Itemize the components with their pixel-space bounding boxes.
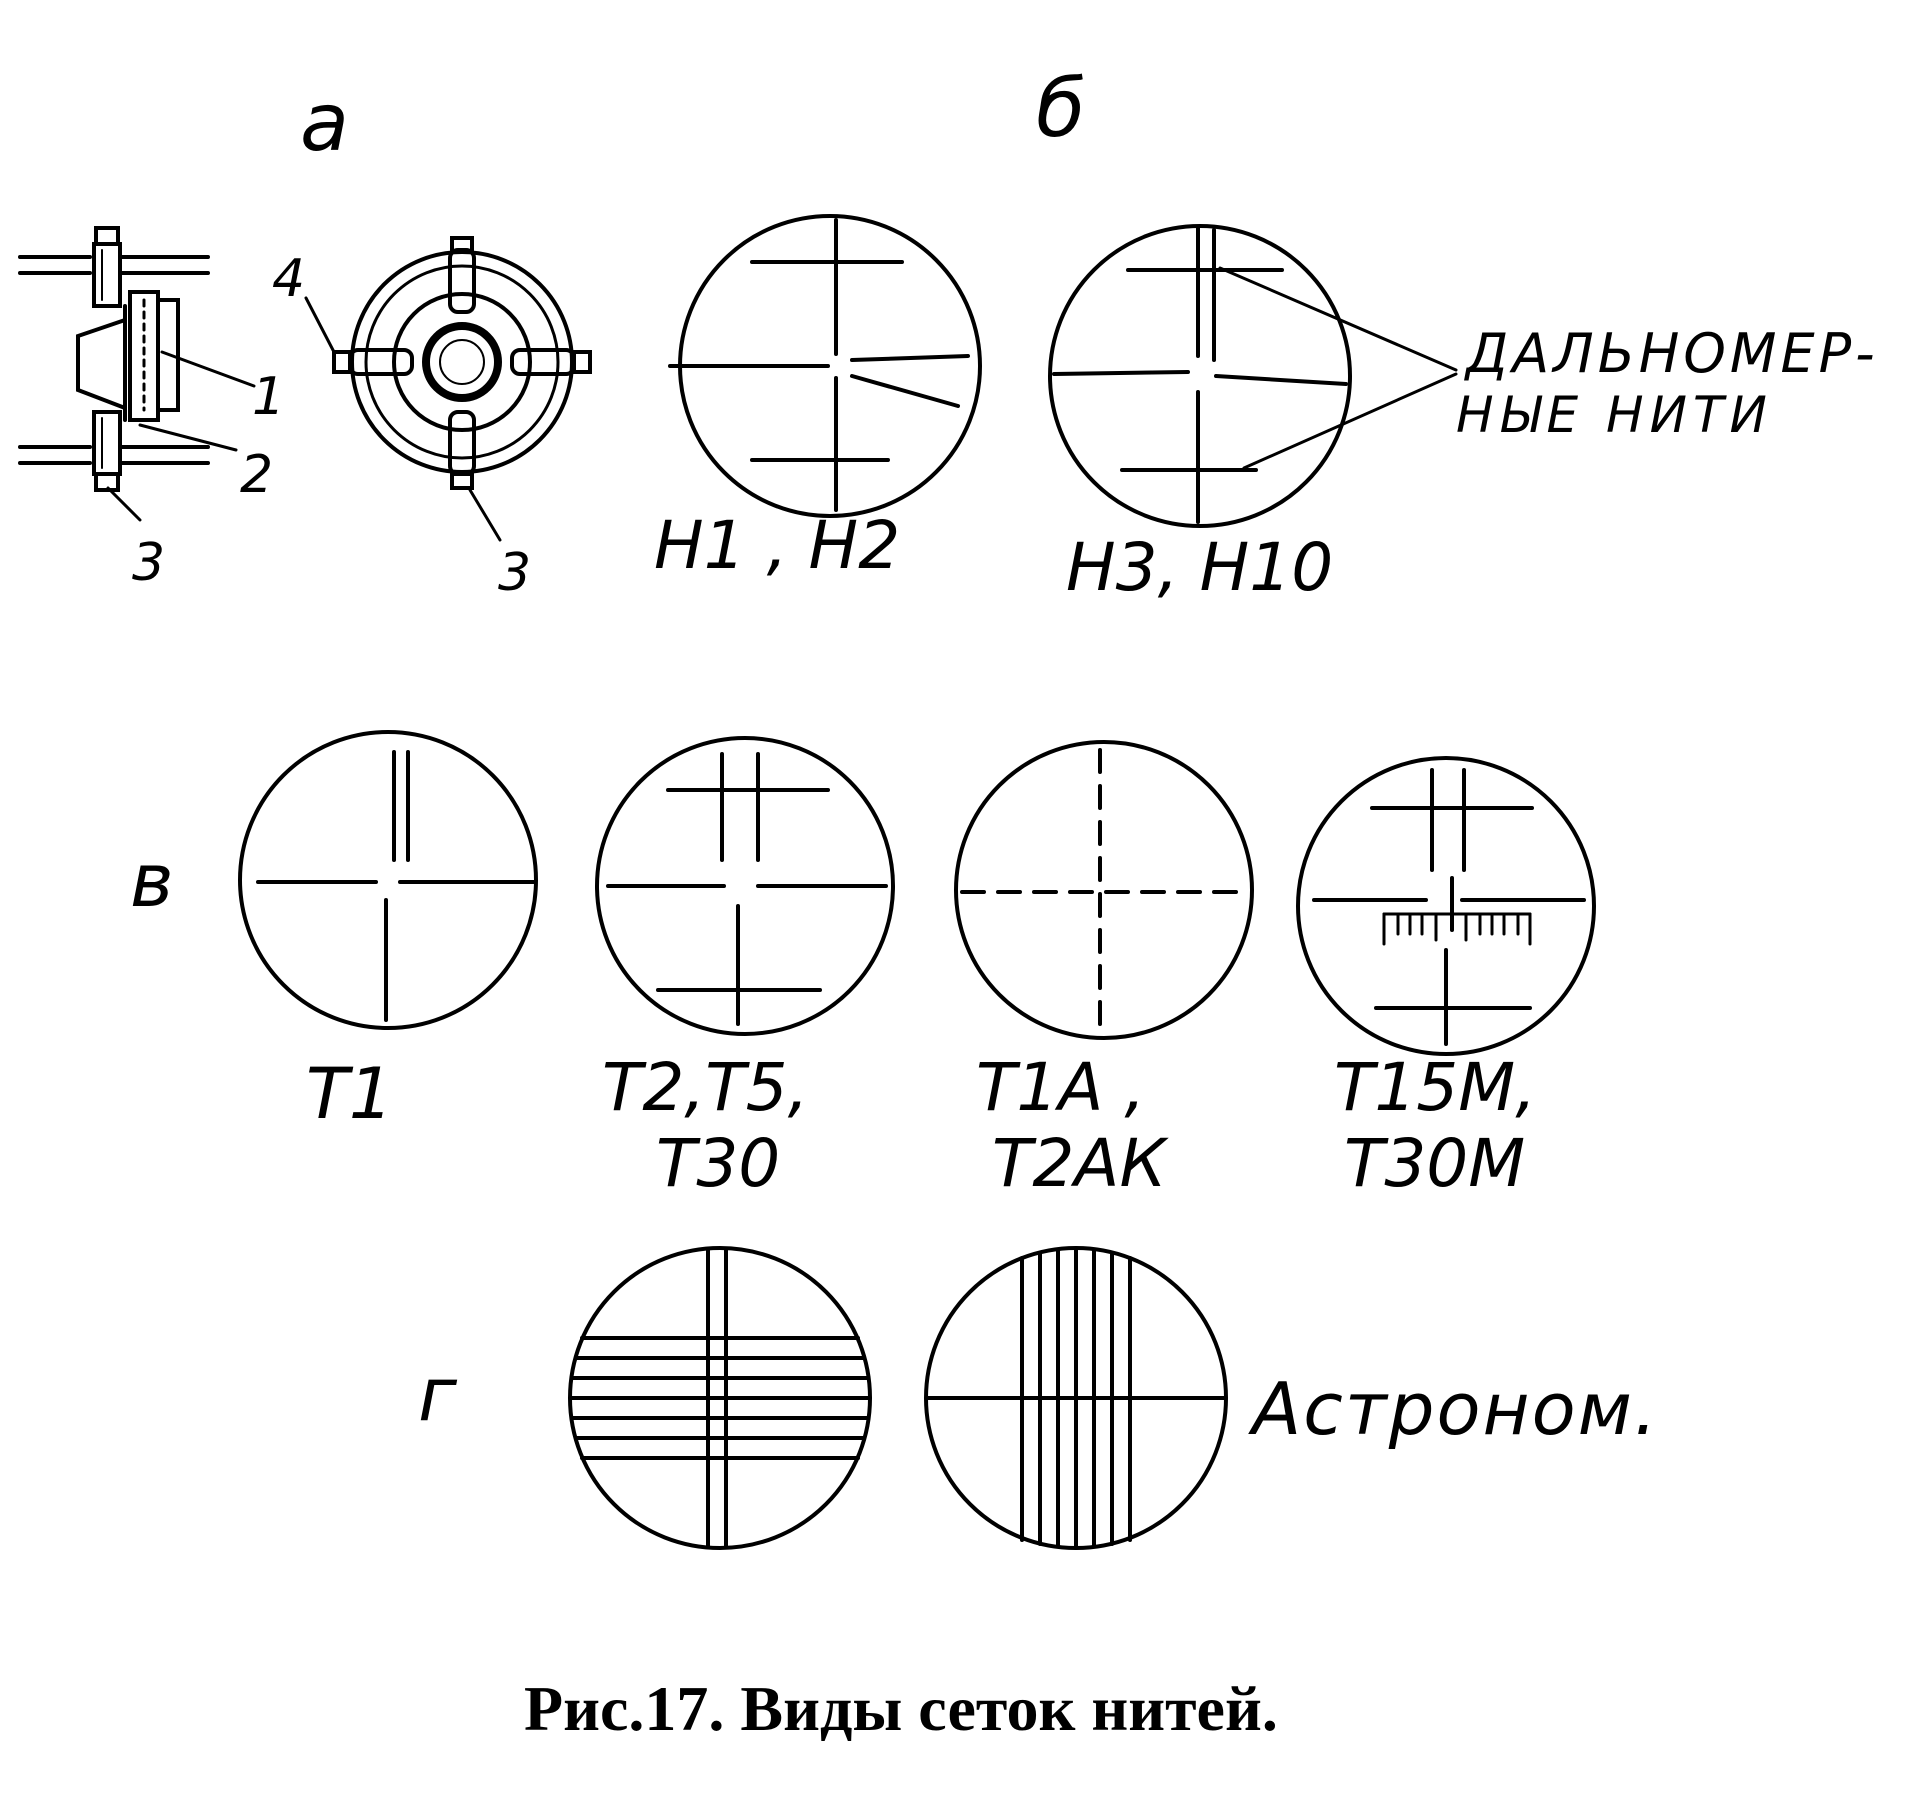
label-t1a-line1: Т1А ,: [976, 1049, 1145, 1126]
section-label-g: г: [418, 1352, 458, 1438]
label-t15m-line1: Т15М,: [1334, 1049, 1536, 1126]
figure-caption: Рис.17. Виды сеток нитей.: [524, 1673, 1278, 1744]
label-n3-n10: Н3, Н10: [1066, 529, 1333, 606]
label-t2-line2: Т30: [656, 1125, 780, 1202]
reticle-n1-n2: [668, 214, 982, 518]
label-t15m-line2: Т30М: [1344, 1125, 1525, 1202]
label-n1-n2: Н1 , Н2: [654, 507, 900, 584]
part-label-1: 1: [252, 367, 285, 427]
section-label-v: в: [130, 838, 174, 924]
rangefinder-label-line1: ДАЛЬНОМЕР-: [1464, 322, 1879, 385]
mount-front-view: [304, 236, 592, 542]
part-label-3-left: 3: [132, 533, 165, 593]
part-label-3-right: 3: [498, 543, 531, 603]
label-t1a-line2: Т2АК: [992, 1125, 1169, 1202]
reticle-t1a-t2ak: [954, 740, 1254, 1040]
reticle-t15m-t30m: [1296, 756, 1596, 1056]
section-label-b: б: [1036, 62, 1085, 155]
part-label-2: 2: [240, 445, 273, 505]
reticle-t2-t5-t30: [595, 736, 895, 1036]
rangefinder-label-line2: НЫЕ НИТИ: [1456, 386, 1773, 444]
label-t2-line1: Т2,Т5,: [602, 1049, 809, 1126]
astro-label: Астроном.: [1248, 1367, 1659, 1451]
reticle-astro-horizontal: [568, 1246, 872, 1550]
part-label-4: 4: [272, 249, 305, 309]
reticle-astro-vertical: [924, 1246, 1228, 1550]
reticle-t1: [238, 730, 538, 1030]
label-t1: Т1: [306, 1053, 393, 1135]
mount-side-view: [18, 226, 256, 522]
section-label-a: а: [300, 76, 349, 169]
reticle-n3-n10: [1048, 224, 1458, 528]
